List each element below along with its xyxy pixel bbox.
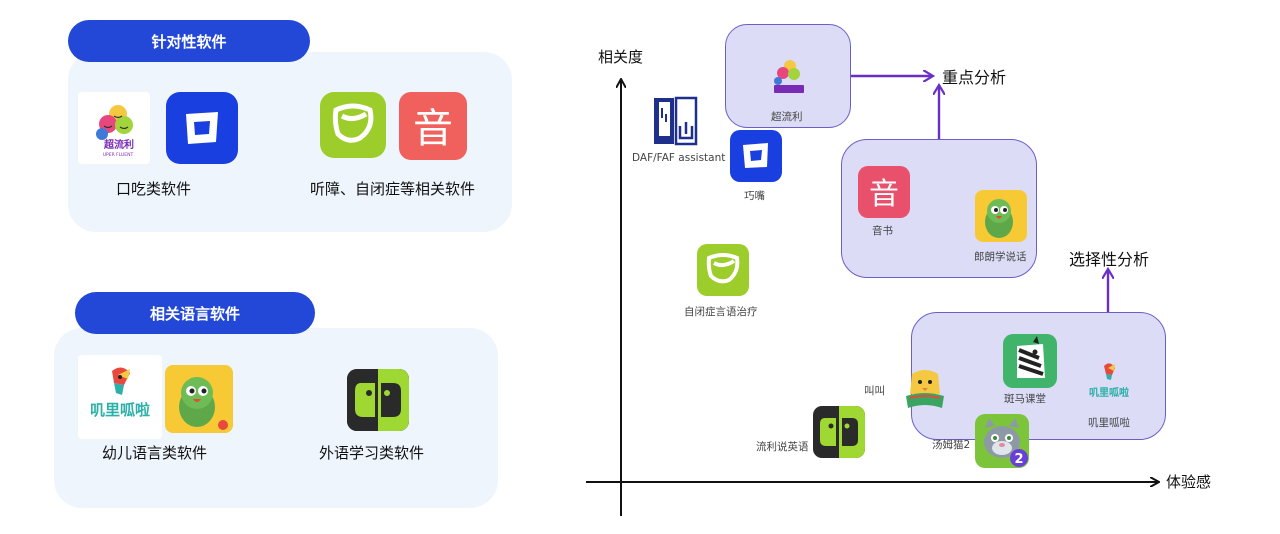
chart-tom-icon: 2 (975, 414, 1029, 468)
chart-daf-icon (650, 96, 700, 146)
chart-qiaozui-label: 巧嘴 (744, 190, 765, 202)
chart-chaoliuli-label: 超流利 (771, 111, 803, 123)
y-axis-label: 相关度 (598, 48, 644, 66)
chart-jili-icon: 叽里呱啦 (1084, 360, 1134, 404)
foreign-language-software-label: 外语学习类软件 (319, 444, 425, 462)
chaoliuli-logo-text: 超流利 (103, 138, 134, 151)
chart-banma-icon (1003, 334, 1057, 388)
related-language-title: 相关语言软件 (75, 292, 315, 334)
chart-daf-label: DAF/FAF assistant (632, 152, 726, 164)
yinshu-app-icon: 音 (399, 92, 467, 160)
chart-banma-label: 斑马课堂 (1004, 393, 1046, 405)
chart-tom-label: 汤姆猫2 (932, 439, 971, 451)
chaoliuli-logo-icon: 超流利 UPER FLUENT (78, 92, 150, 164)
yinshu-glyph: 音 (413, 106, 453, 152)
key-analysis-label: 重点分析 (942, 68, 1007, 87)
jili-logo-icon: 叽里呱啦 (78, 355, 162, 439)
autism-therapy-app-icon (320, 92, 386, 158)
chart-liulishuo-label: 流利说英语 (756, 441, 809, 453)
chart-autism-icon (697, 244, 749, 296)
hearing-autism-software-label: 听障、自闭症等相关软件 (310, 180, 476, 198)
chart-qiaozui-icon (730, 130, 782, 182)
chaoliuli-logo-subtext: UPER FLUENT (103, 152, 134, 158)
chart-langlang-label: 郎朗学说话 (974, 251, 1027, 263)
targeted-software-title: 针对性软件 (68, 20, 310, 62)
liulishuo-app-icon (347, 369, 409, 431)
jili-logo-text: 叽里呱啦 (90, 401, 150, 419)
x-axis-label: 体验感 (1166, 473, 1212, 491)
chart-langlang-icon (975, 190, 1027, 242)
chart-tom-badge-text: 2 (1014, 452, 1023, 467)
chart-jiaojiao-icon (902, 364, 948, 412)
chart-autism-label: 自闭症言语治疗 (684, 306, 758, 318)
stutter-software-label: 口吃类软件 (116, 180, 192, 198)
chart-yinshu-glyph: 音 (869, 177, 899, 212)
chart-yinshu-label: 音书 (872, 225, 893, 237)
chart-liulishuo-icon (813, 406, 865, 458)
qiaozui-app-icon (166, 92, 238, 164)
chart-chaoliuli-icon (762, 52, 812, 102)
chart-jiaojiao-label: 叫叫 (864, 385, 885, 397)
langlang-parrot-icon (165, 365, 233, 433)
chart-jili-label: 叽里呱啦 (1088, 417, 1130, 429)
chart-yinshu-icon: 音 (858, 166, 910, 218)
optional-analysis-label: 选择性分析 (1069, 250, 1150, 269)
kids-language-software-label: 幼儿语言类软件 (102, 444, 208, 462)
chart-jili-logo-text: 叽里呱啦 (1089, 386, 1129, 399)
